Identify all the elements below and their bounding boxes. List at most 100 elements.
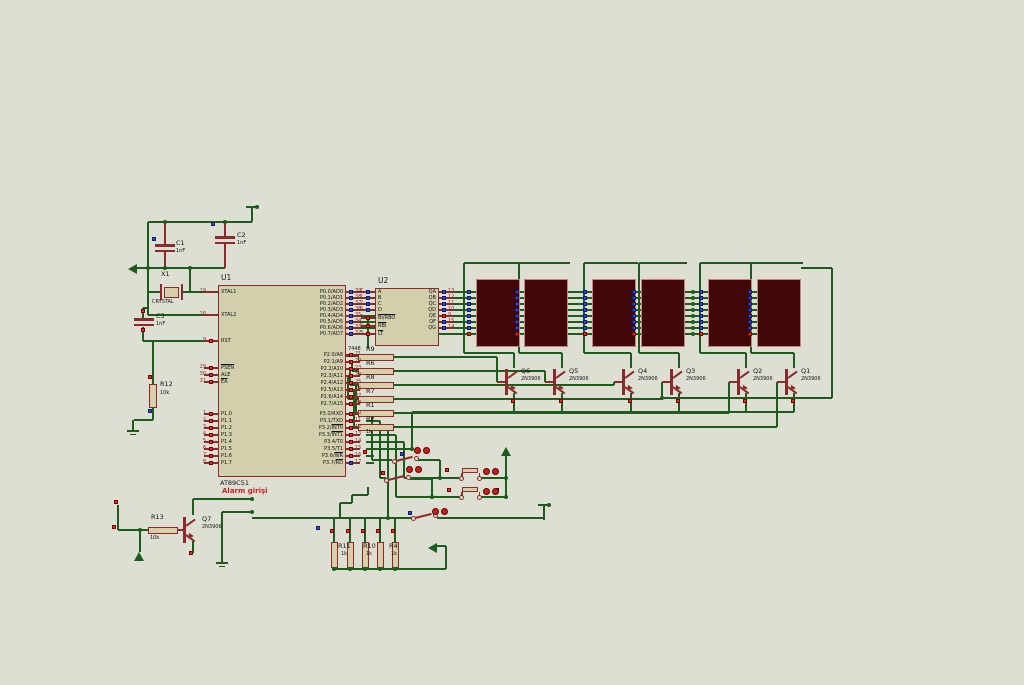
wire [346,420,360,422]
ground-symbol [130,433,136,435]
button-cap[interactable] [462,468,478,473]
pin-number: 11 [448,300,455,306]
wire [396,496,459,498]
wire [347,376,349,399]
pin-indicator [209,447,213,451]
pin-indicator [515,302,519,306]
pin-indicator [346,529,350,533]
wire [584,262,638,264]
pin-indicator [349,433,353,437]
pin-indicator [699,308,703,312]
switch-lever[interactable] [414,512,432,518]
wire [776,382,778,427]
pin-name: P2.7/A15 [320,400,343,407]
ref-label: Q7 [202,515,212,523]
pin-name: P3.1/TXD [320,417,343,424]
pin-indicator [400,452,404,456]
pin-indicator [442,314,446,318]
wire [148,291,160,293]
interactive-toggle-dot[interactable] [432,508,439,515]
transistor-ref: Q2 [753,367,763,375]
pin-name: P0.7/AD7 [319,330,343,337]
wire [360,297,800,299]
interactive-toggle-dot[interactable] [441,508,448,515]
wire [346,434,360,436]
pin-indicator [748,326,752,330]
wire [346,455,360,457]
interactive-toggle-dot[interactable] [483,468,490,475]
pin-indicator [748,296,752,300]
interactive-toggle-dot[interactable] [423,447,430,454]
pin-indicator [699,290,703,294]
pin-indicator [349,360,353,364]
wire [360,327,800,329]
switch-terminal[interactable] [410,515,416,521]
transistor-ref: Q4 [638,367,648,375]
resistor [358,353,394,361]
pin-name: ALE [221,371,231,378]
wire [394,426,777,428]
button-terminal[interactable] [458,494,464,500]
wire [439,297,453,299]
pin-number: 4 [202,431,206,437]
pin-indicator [148,409,152,413]
switch-terminal[interactable] [413,455,419,461]
wire [117,505,119,530]
ground-symbol [221,552,223,562]
wire [519,352,562,354]
interactive-toggle-dot[interactable] [406,466,413,473]
interactive-toggle-dot[interactable] [415,466,422,473]
pin-indicator [515,308,519,312]
capacitor-plate [134,323,154,326]
pin-indicator [467,326,471,330]
pin-indicator [209,440,213,444]
capacitor-ref: C3 [156,312,165,320]
pin-name: XTAL2 [221,311,237,318]
pin-indicator [791,399,795,403]
interactive-toggle-dot[interactable] [492,488,499,495]
collector-lead [185,518,195,527]
pin-number: 39 [355,288,362,294]
interactive-toggle-dot[interactable] [414,447,421,454]
wire [360,321,800,323]
ref-label: R8 [366,373,375,381]
pin-indicator [209,412,213,416]
ground-symbol [251,208,253,222]
pin-name: P1.5 [221,445,232,452]
pin-indicator [366,316,370,320]
pin-indicator [748,320,752,324]
pin-number: 9 [448,312,452,318]
button-terminal[interactable] [458,475,464,481]
pin-indicator [632,308,636,312]
pin-indicator [467,302,471,306]
resistor [376,542,384,568]
wire [366,441,404,443]
interactive-toggle-dot[interactable] [483,488,490,495]
resistor-r13 [148,527,178,534]
switch-terminal[interactable] [391,458,397,464]
transistor-part: 2N3906 [521,376,541,382]
wire [346,441,360,443]
wire [355,383,357,413]
pin-indicator [316,526,320,530]
switch-terminal[interactable] [383,477,389,483]
switch-terminal[interactable] [405,474,411,480]
button-cap[interactable] [462,487,478,492]
pin-indicator [349,374,353,378]
crystal-body [164,286,179,298]
junction-dot [249,509,255,515]
collector-lead [624,370,634,379]
ref-label: R4 [389,542,398,550]
button-terminal[interactable] [476,475,482,481]
capacitor-value: 1nF [156,321,166,327]
wire [346,361,360,363]
interactive-toggle-dot[interactable] [492,468,499,475]
resistor [358,367,394,375]
ground-symbol [216,562,228,564]
collector-lead [555,370,565,379]
wire [777,381,785,383]
button-terminal[interactable] [476,494,482,500]
wire [700,262,754,264]
pin-name: P1.4 [221,438,232,445]
